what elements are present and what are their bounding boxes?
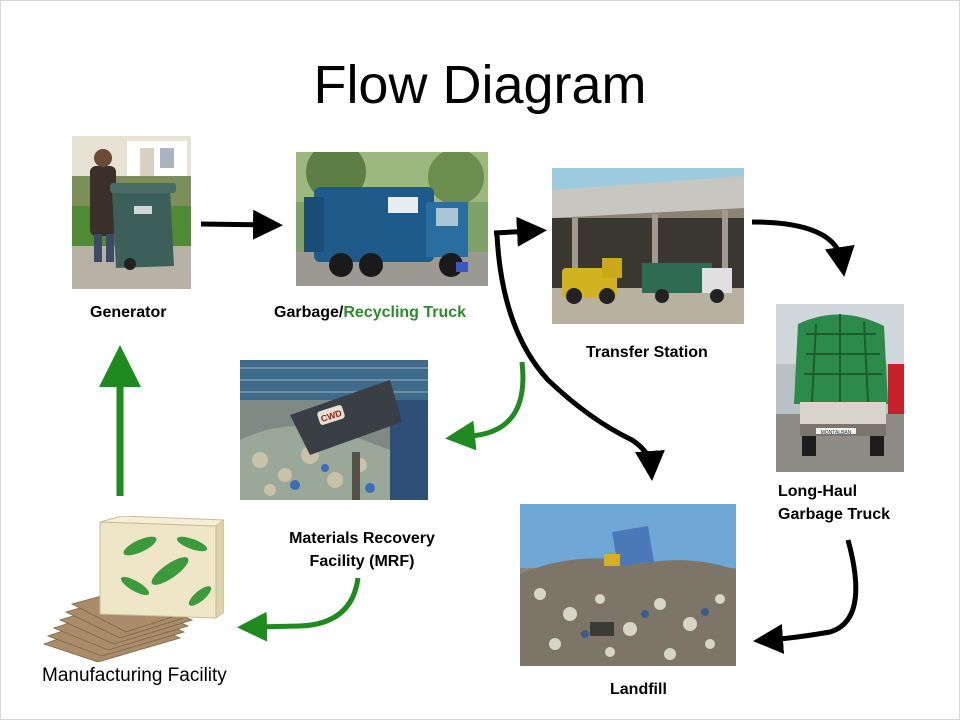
label-long-haul-truck: Long-Haul Garbage Truck [778,480,890,526]
transfer-station-photo [552,168,744,324]
landfill-photo [520,504,736,666]
label-transfer-station: Transfer Station [586,344,708,361]
generator-photo [72,136,191,289]
label-mrf-line1: Materials Recovery [289,530,435,547]
arrow-longhaul-to-landfill [753,539,859,654]
long-haul-truck-photo: MONTALBAN [776,304,904,472]
manufacturing-photo [40,516,224,662]
arrow-mrf-to-manufacturing [237,577,361,642]
label-garbage-recycling-truck: Garbage/Recycling Truck [274,304,466,322]
label-recycling-part: Recycling Truck [343,304,467,321]
label-manufacturing-facility: Manufacturing Facility [42,665,227,686]
arrow-generator-to-truck [200,209,283,240]
label-landfill: Landfill [610,681,667,698]
truck-photo [296,152,488,286]
longhaul-plate-text: MONTALBAN [821,430,852,436]
page-title: Flow Diagram [313,55,647,115]
label-garbage-part: Garbage/ [274,304,344,321]
label-long-haul-line1: Long-Haul [778,483,858,500]
label-long-haul-line2: Garbage Truck [778,506,891,523]
arrow-truck-to-mrf [445,361,526,451]
label-mrf: Materials Recovery Facility (MRF) [262,527,462,573]
arrow-truck-to-transfer [493,216,547,247]
mrf-photo: CWD [240,360,428,500]
label-generator: Generator [90,304,167,321]
arrow-truck-to-landfill [494,234,665,481]
arrow-transfer-to-longhaul [751,219,855,277]
label-mrf-line2: Facility (MRF) [309,553,415,570]
